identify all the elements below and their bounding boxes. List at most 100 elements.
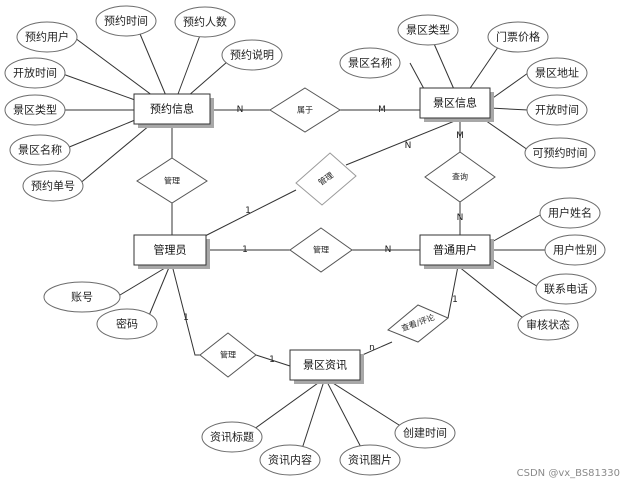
card-scenic-query: M — [456, 131, 464, 141]
relationship-manage-user: 管理 — [289, 227, 353, 273]
relationship-manage-booking: 管理 — [136, 157, 208, 204]
attr-booking-count: 预约人数 — [174, 6, 236, 38]
entity-scenic-news: 景区资讯 — [289, 349, 364, 384]
svg-text:景区类型: 景区类型 — [13, 103, 57, 117]
card-admin-news: 1 — [183, 313, 189, 323]
card-admin-scenic: 1 — [245, 206, 251, 216]
svg-text:资讯标题: 资讯标题 — [210, 430, 254, 444]
attr-news-title: 资讯标题 — [201, 421, 263, 453]
link-scenic-address — [489, 72, 529, 101]
card-booking-belongs: N — [237, 105, 244, 115]
entity-admin: 管理员 — [133, 234, 210, 269]
card-user-admin: N — [385, 245, 392, 255]
attr-user-gender: 用户性别 — [544, 234, 606, 266]
attr-scenic-type-1: 景区类型 — [4, 94, 66, 126]
svg-text:景区名称: 景区名称 — [18, 143, 62, 157]
entity-scenic-info: 景区信息 — [419, 87, 494, 122]
link-news-image — [324, 377, 366, 456]
attr-scenic-name-2: 景区名称 — [339, 47, 401, 79]
attr-ticket-price: 门票价格 — [487, 21, 549, 53]
link-user-name — [489, 214, 541, 244]
svg-text:预约人数: 预约人数 — [183, 16, 227, 29]
attr-bookable-time: 可预约时间 — [524, 137, 596, 169]
relationship-manage-scenic: 管理 — [295, 152, 357, 206]
svg-text:联系电话: 联系电话 — [544, 283, 588, 296]
link-review-status — [457, 265, 529, 323]
svg-text:普通用户: 普通用户 — [433, 243, 477, 257]
svg-text:管理: 管理 — [313, 245, 329, 255]
attr-review-status: 审核状态 — [517, 309, 579, 341]
svg-text:查询: 查询 — [452, 172, 468, 182]
card-news-view: n — [369, 343, 375, 353]
relationship-belongs: 属于 — [269, 87, 341, 133]
link-open-time-2 — [489, 107, 529, 111]
attr-open-time-1: 开放时间 — [4, 57, 66, 89]
svg-text:景区地址: 景区地址 — [535, 66, 579, 80]
attr-password: 密码 — [96, 308, 158, 340]
svg-text:管理: 管理 — [164, 176, 180, 186]
link-news-content — [299, 377, 326, 456]
svg-text:资讯内容: 资讯内容 — [268, 453, 312, 467]
attr-scenic-type-2: 景区类型 — [397, 14, 459, 46]
link-bookable-time — [481, 117, 529, 151]
attr-booking-note: 预约说明 — [221, 39, 283, 71]
svg-text:开放时间: 开放时间 — [535, 103, 579, 117]
attr-contact-phone: 联系电话 — [535, 273, 597, 305]
link-news-title — [249, 377, 326, 433]
svg-text:景区类型: 景区类型 — [406, 23, 450, 37]
link-news-view — [359, 341, 393, 357]
card-news-admin: 1 — [269, 355, 275, 365]
link-created-time — [324, 377, 411, 433]
attr-scenic-address: 景区地址 — [526, 57, 588, 89]
link-view-user — [447, 265, 459, 319]
svg-text:门票价格: 门票价格 — [496, 30, 540, 44]
card-user-view: 1 — [452, 295, 458, 305]
attr-created-time: 创建时间 — [394, 417, 456, 449]
attr-user-name: 用户姓名 — [539, 197, 601, 229]
svg-text:创建时间: 创建时间 — [403, 426, 447, 440]
link-admin-manage-scenic — [204, 189, 297, 237]
card-user-query: N — [457, 213, 464, 223]
svg-text:管理员: 管理员 — [154, 243, 187, 257]
card-scenic-admin: N — [405, 141, 412, 151]
attr-booking-time: 预约时间 — [95, 5, 157, 37]
relationship-manage-news: 管理 — [199, 332, 257, 378]
card-scenic-belongs: M — [378, 105, 386, 115]
link-password — [147, 264, 171, 319]
svg-text:可预约时间: 可预约时间 — [533, 147, 588, 160]
attr-booking-user: 预约用户 — [16, 21, 78, 53]
svg-text:景区资讯: 景区资讯 — [303, 359, 347, 372]
svg-text:资讯图片: 资讯图片 — [348, 454, 392, 467]
relationship-query: 查询 — [424, 151, 496, 203]
link-open-time-1 — [59, 72, 136, 101]
link-account — [114, 264, 171, 299]
svg-text:管理: 管理 — [220, 350, 236, 360]
link-scenic-name-1 — [61, 119, 136, 151]
attr-booking-no: 预约单号 — [22, 170, 84, 202]
attr-open-time-2: 开放时间 — [526, 94, 588, 126]
svg-text:用户性别: 用户性别 — [553, 243, 597, 257]
svg-text:预约信息: 预约信息 — [150, 102, 194, 116]
relationship-view-comment: 查看/评论 — [387, 304, 449, 343]
link-manage-news — [255, 354, 291, 367]
svg-text:密码: 密码 — [116, 317, 138, 331]
entity-booking-info: 预约信息 — [133, 93, 214, 128]
svg-text:账号: 账号 — [71, 291, 93, 304]
svg-text:属于: 属于 — [297, 106, 313, 115]
cardinality-labels: N M N 1 M N 1 N 1 1 n 1 — [183, 105, 464, 365]
link-contact-phone — [489, 257, 541, 289]
svg-text:预约单号: 预约单号 — [31, 180, 75, 193]
attr-account: 账号 — [43, 281, 121, 313]
attr-news-image: 资讯图片 — [339, 444, 401, 476]
link-booking-no — [77, 124, 151, 186]
card-admin-user: 1 — [242, 245, 248, 255]
svg-text:用户姓名: 用户姓名 — [548, 206, 592, 220]
attr-scenic-name-1: 景区名称 — [9, 134, 71, 166]
attr-news-content: 资讯内容 — [259, 444, 321, 476]
svg-text:预约用户: 预约用户 — [25, 30, 69, 44]
watermark-text: CSDN @vx_BS81330 — [517, 468, 620, 479]
svg-text:景区信息: 景区信息 — [433, 96, 477, 110]
svg-text:审核状态: 审核状态 — [526, 318, 570, 332]
